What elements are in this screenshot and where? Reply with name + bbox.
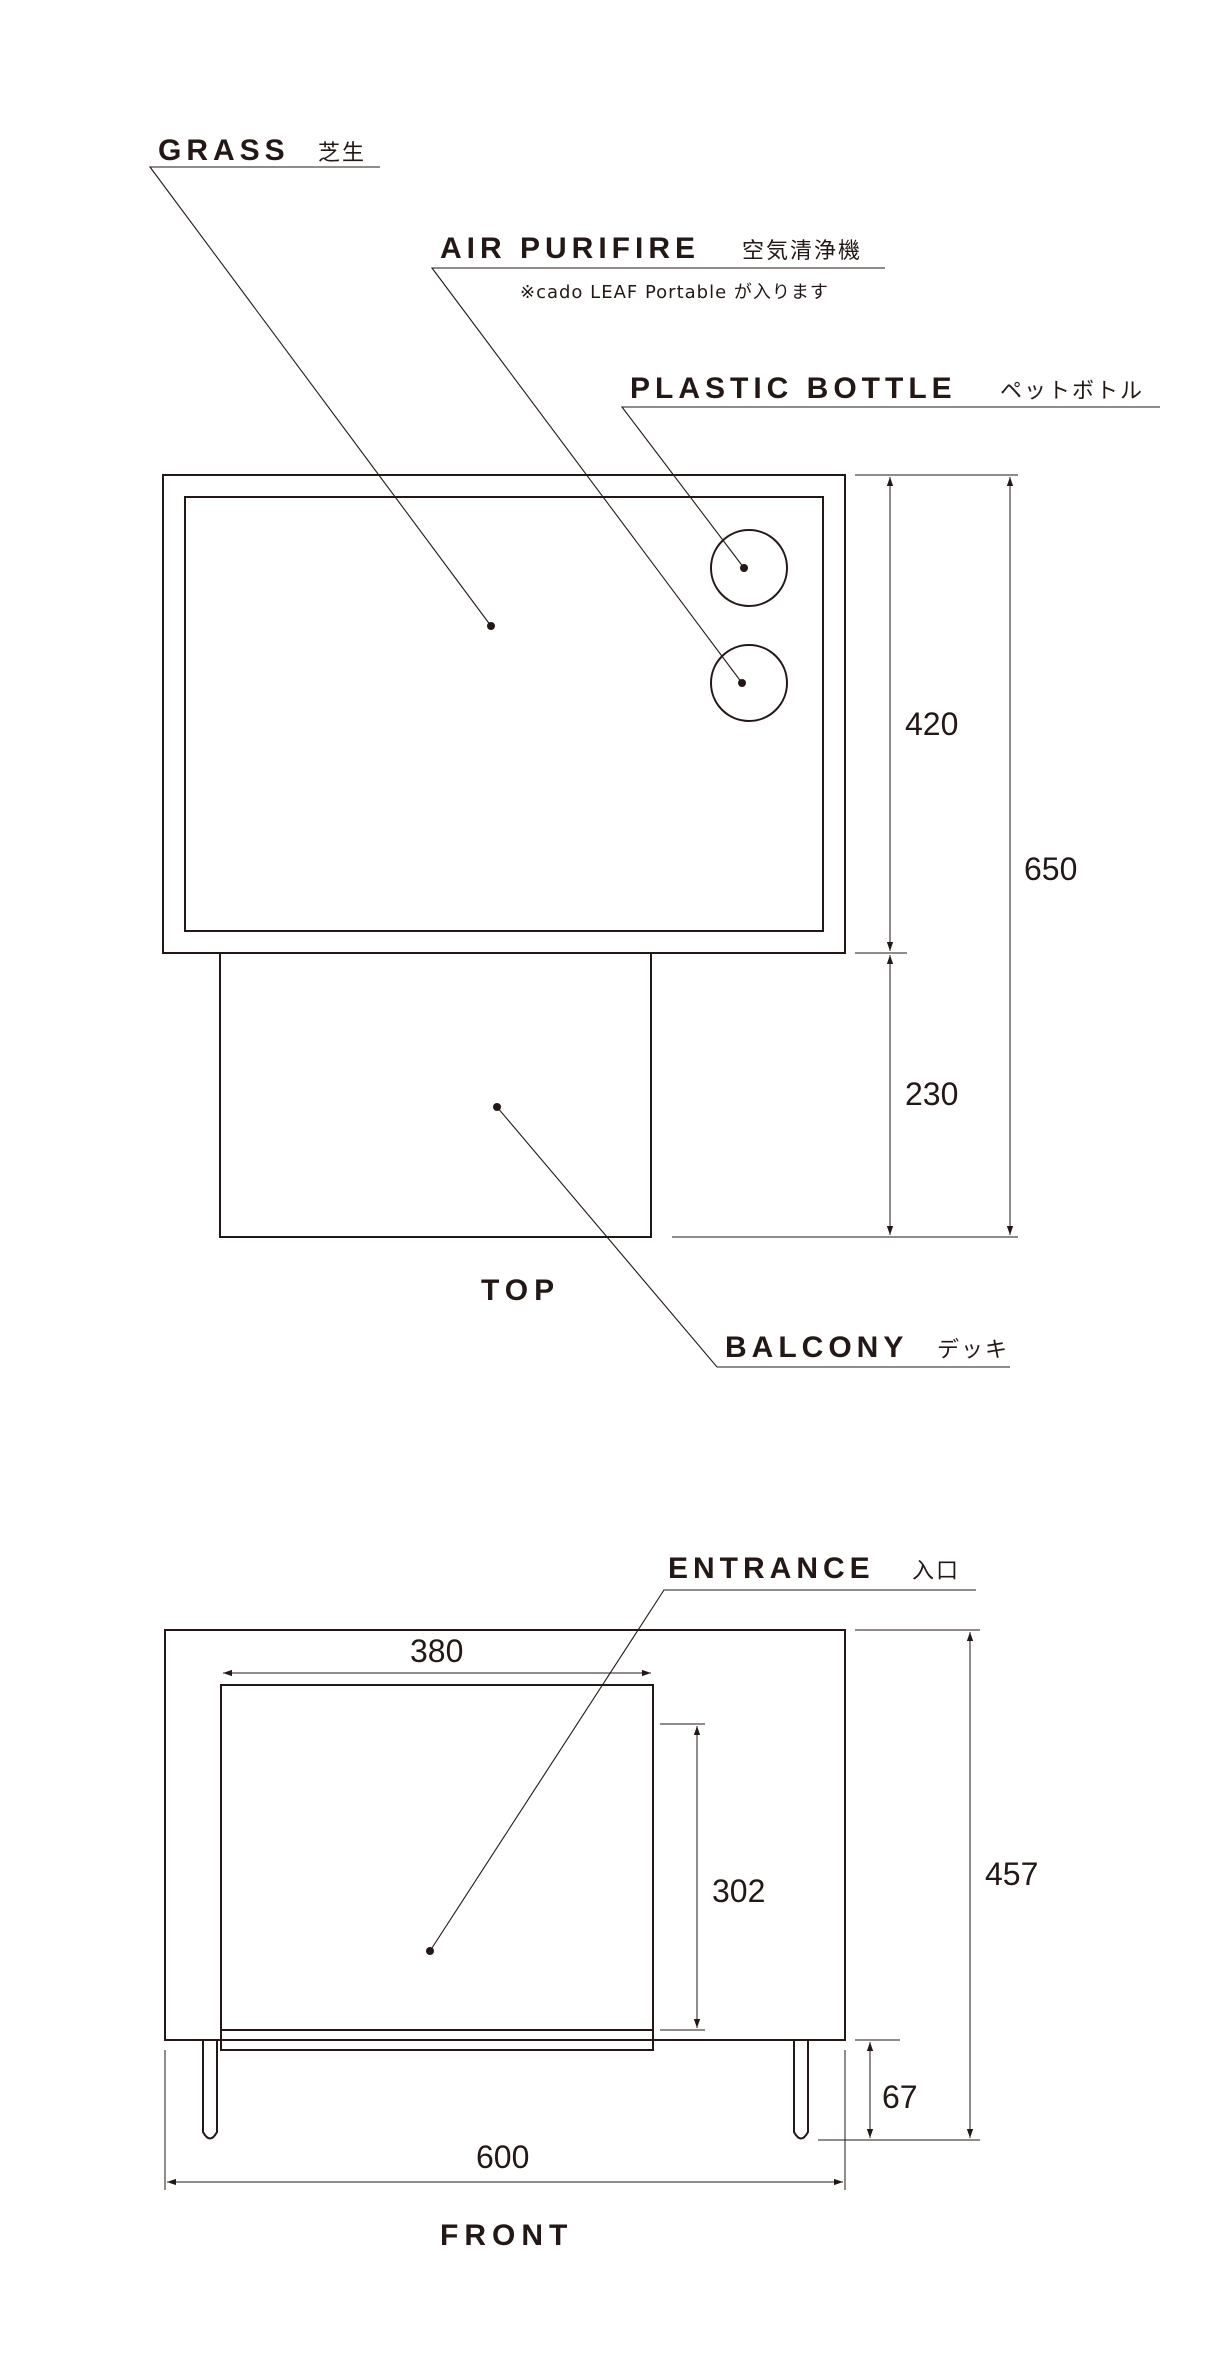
dim-302: 302 — [712, 1873, 765, 1909]
grass-leader — [148, 166, 492, 627]
top-view: GRASS 芝生 AIR PURIFIRE 空気清浄機 ※cado LEAF P… — [148, 134, 1160, 1368]
top-outer-box — [162, 474, 846, 954]
dim-457: 457 — [985, 1856, 1038, 1892]
dim-600: 600 — [476, 2139, 529, 2175]
front-view-title: FRONT — [440, 2219, 573, 2252]
plastic-bottle-leader — [620, 406, 1160, 569]
grass-label: GRASS — [158, 134, 290, 167]
balcony-leader — [496, 1106, 1010, 1368]
entrance-label: ENTRANCE — [668, 1552, 875, 1585]
plastic-bottle-circle — [710, 529, 788, 607]
air-purifier-label-jp: 空気清浄機 — [742, 239, 862, 264]
balcony-label: BALCONY — [725, 1331, 908, 1364]
grass-label-jp: 芝生 — [318, 141, 366, 166]
dim-67: 67 — [882, 2079, 918, 2115]
front-body — [164, 1629, 846, 2041]
dim-230: 230 — [905, 1076, 958, 1112]
plastic-bottle-label-jp: ペットボトル — [1000, 379, 1144, 404]
front-entrance — [220, 1684, 654, 2051]
top-inner-box — [184, 496, 824, 932]
top-view-title: TOP — [481, 1274, 560, 1307]
air-purifier-label: AIR PURIFIRE — [440, 232, 700, 265]
entrance-dot — [426, 1947, 434, 1955]
front-leg-left — [202, 2040, 218, 2140]
air-purifier-circle — [710, 644, 788, 722]
balcony-label-jp: デッキ — [937, 1338, 1009, 1363]
front-leg-right — [793, 2040, 809, 2140]
grass-dot — [487, 622, 495, 630]
dim-380: 380 — [410, 1633, 463, 1669]
top-balcony — [219, 952, 652, 1238]
entrance-leader — [429, 1589, 976, 1952]
dim-420: 420 — [905, 706, 958, 742]
plastic-bottle-label: PLASTIC BOTTLE — [630, 372, 957, 405]
air-purifier-dot — [738, 679, 746, 687]
entrance-label-jp: 入口 — [912, 1559, 960, 1584]
air-purifier-leader — [430, 267, 885, 684]
plastic-bottle-dot — [740, 564, 748, 572]
dim-650: 650 — [1024, 851, 1077, 887]
front-view: ENTRANCE 入口 380 302 457 67 600 FR — [164, 1552, 1038, 2252]
air-purifier-note: ※cado LEAF Portable が入ります — [520, 282, 829, 303]
